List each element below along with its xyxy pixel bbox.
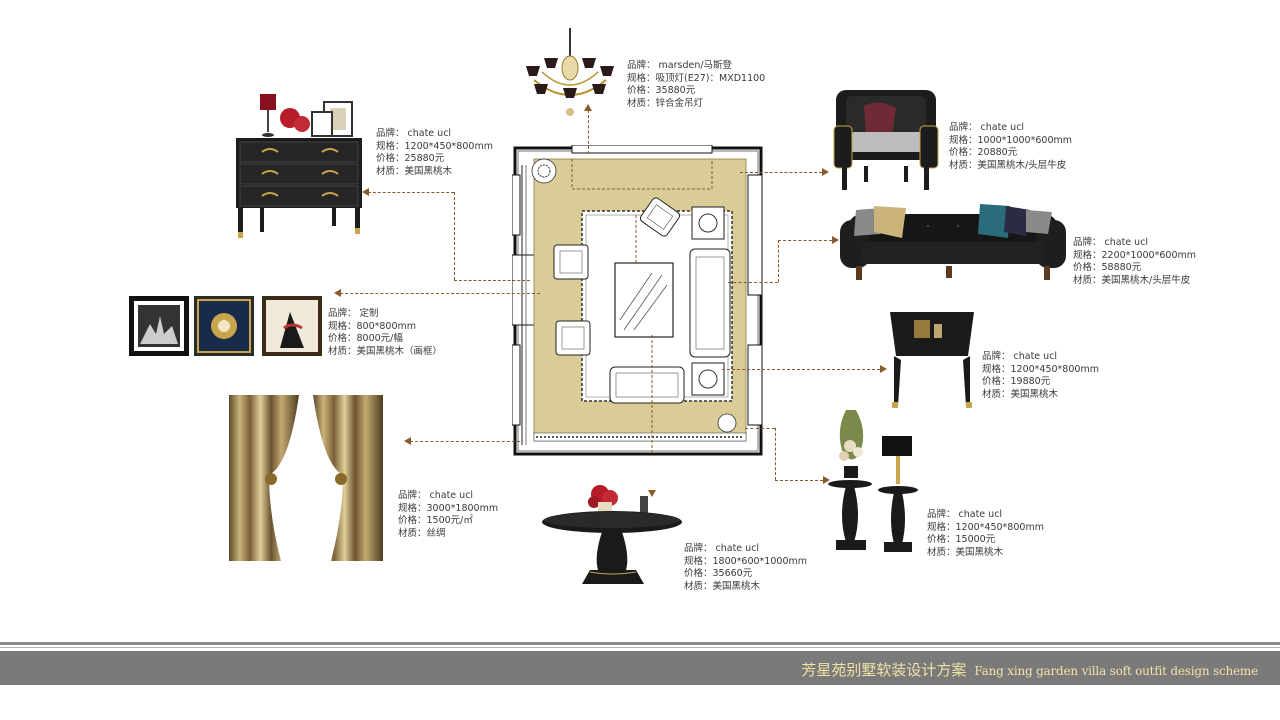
curtain-image xyxy=(229,395,383,561)
arrow-armchair xyxy=(822,168,829,176)
curtain-price: 价格：1500元/㎡ xyxy=(398,515,473,526)
leader-sofa-h xyxy=(728,282,778,283)
chandelier-brand: 品牌： marsden/马斯登 xyxy=(627,60,733,71)
curtain-spec: 品牌： chate ucl 规格：3000*1800mm 价格：1500元/㎡ … xyxy=(398,490,498,540)
leader-sidetable xyxy=(775,480,823,481)
armchair-size: 规格：1000*1000*600mm xyxy=(949,134,1072,146)
dresser-image xyxy=(236,94,362,238)
armchair-material: 材质：美国黑桃木/头层牛皮 xyxy=(949,159,1067,171)
curtain-size: 规格：3000*1800mm xyxy=(398,502,499,514)
leader-armchair xyxy=(740,172,822,173)
leader-sofa-v xyxy=(778,240,779,282)
chandelier-image xyxy=(526,28,614,116)
dresser-material: 材质：美国黑桃木 xyxy=(376,165,453,177)
desk-brand: 品牌： chate ucl xyxy=(982,351,1058,362)
frames-size: 规格：800*800mm xyxy=(328,320,417,332)
chandelier-material: 材质：锌合金吊灯 xyxy=(627,97,704,109)
arrow-dresser xyxy=(362,188,369,196)
desk-size: 规格：1200*450*800mm xyxy=(982,363,1099,375)
dresser-price: 价格：25880元 xyxy=(376,153,445,164)
curtain-brand: 品牌： chate ucl xyxy=(398,490,474,501)
dresser-spec: 品牌： chate ucl 规格：1200*450*800mm 价格：25880… xyxy=(376,128,493,178)
desk-material: 材质：美国黑桃木 xyxy=(982,388,1059,400)
desk-price: 价格：19880元 xyxy=(982,376,1051,387)
footer-divider-thin xyxy=(0,647,1280,648)
armchair-price: 价格：20880元 xyxy=(949,147,1018,158)
coffeetable-price: 价格：35660元 xyxy=(684,568,753,579)
sidetable-material: 材质：美国黑桃木 xyxy=(927,546,1004,558)
floor-plan xyxy=(512,145,763,456)
coffeetable-size: 规格：1800*600*1000mm xyxy=(684,555,807,567)
leader-sofa xyxy=(778,240,832,241)
sidetable-brand: 品牌： chate ucl xyxy=(927,509,1003,520)
frames-price: 价格：8000元/幅 xyxy=(328,333,403,344)
leader-chandelier xyxy=(588,110,589,154)
chandelier-spec: 品牌： marsden/马斯登 规格：吸顶灯(E27)：MXD1100 价格：3… xyxy=(627,60,765,110)
dresser-size: 规格：1200*450*800mm xyxy=(376,140,493,152)
footer-title: 芳星苑别墅软装设计方案 Fang xing garden villa soft o… xyxy=(801,659,1258,680)
leader-dresser-2 xyxy=(454,280,530,281)
leader-dresser xyxy=(368,192,454,193)
arrow-sidetable xyxy=(823,476,830,484)
leader-sidetable-top xyxy=(745,428,775,429)
frames-spec: 品牌： 定制 规格：800*800mm 价格：8000元/幅 材质：美国黑桃木（… xyxy=(328,308,442,358)
coffeetable-image xyxy=(542,485,682,584)
footer-divider-top xyxy=(0,642,1280,645)
leader-dresser-v xyxy=(454,192,455,280)
leader-sidetable-v xyxy=(775,428,776,480)
armchair-spec: 品牌： chate ucl 规格：1000*1000*600mm 价格：2088… xyxy=(949,122,1072,172)
chandelier-size: 规格：吸顶灯(E27)：MXD1100 xyxy=(627,72,766,84)
sofa-price: 价格：58880元 xyxy=(1073,262,1142,273)
frames-image xyxy=(129,296,322,356)
footer-title-cn: 芳星苑别墅软装设计方案 xyxy=(801,661,967,679)
leader-frames xyxy=(340,293,540,294)
arrow-frames xyxy=(334,289,341,297)
sidetable-price: 价格：15000元 xyxy=(927,534,996,545)
frames-brand: 品牌： 定制 xyxy=(328,308,379,319)
sofa-material: 材质：美国黑桃木/头层牛皮 xyxy=(1073,274,1191,286)
sofa-size: 规格：2200*1000*600mm xyxy=(1073,249,1196,261)
sofa-spec: 品牌： chate ucl 规格：2200*1000*600mm 价格：5888… xyxy=(1073,237,1196,287)
armchair-image xyxy=(833,90,939,190)
sidetable-spec: 品牌： chate ucl 规格：1200*450*800mm 价格：15000… xyxy=(927,509,1044,559)
arrow-chandelier xyxy=(584,104,592,111)
sidetable-image xyxy=(828,410,918,552)
arrow-curtain xyxy=(404,437,411,445)
arrow-coffeetable xyxy=(648,490,656,497)
chandelier-price: 价格：35880元 xyxy=(627,85,696,96)
desk-image xyxy=(890,312,974,408)
frames-material: 材质：美国黑桃木（画框） xyxy=(328,345,443,357)
leader-curtain xyxy=(410,441,520,442)
sofa-brand: 品牌： chate ucl xyxy=(1073,237,1149,248)
coffeetable-spec: 品牌： chate ucl 规格：1800*600*1000mm 价格：3566… xyxy=(684,543,807,593)
footer-bar: 芳星苑别墅软装设计方案 Fang xing garden villa soft o… xyxy=(0,651,1280,685)
coffeetable-material: 材质：美国黑桃木 xyxy=(684,580,761,592)
desk-spec: 品牌： chate ucl 规格：1200*450*800mm 价格：19880… xyxy=(982,351,1099,401)
arrow-desk xyxy=(880,365,887,373)
curtain-material: 材质：丝绸 xyxy=(398,527,446,539)
coffeetable-brand: 品牌： chate ucl xyxy=(684,543,760,554)
leader-desk xyxy=(722,369,880,370)
footer-title-en: Fang xing garden villa soft outfit desig… xyxy=(974,664,1258,678)
sofa-image xyxy=(840,204,1066,280)
sidetable-size: 规格：1200*450*800mm xyxy=(927,521,1044,533)
arrow-sofa xyxy=(832,236,839,244)
dresser-brand: 品牌： chate ucl xyxy=(376,128,452,139)
armchair-brand: 品牌： chate ucl xyxy=(949,122,1025,133)
